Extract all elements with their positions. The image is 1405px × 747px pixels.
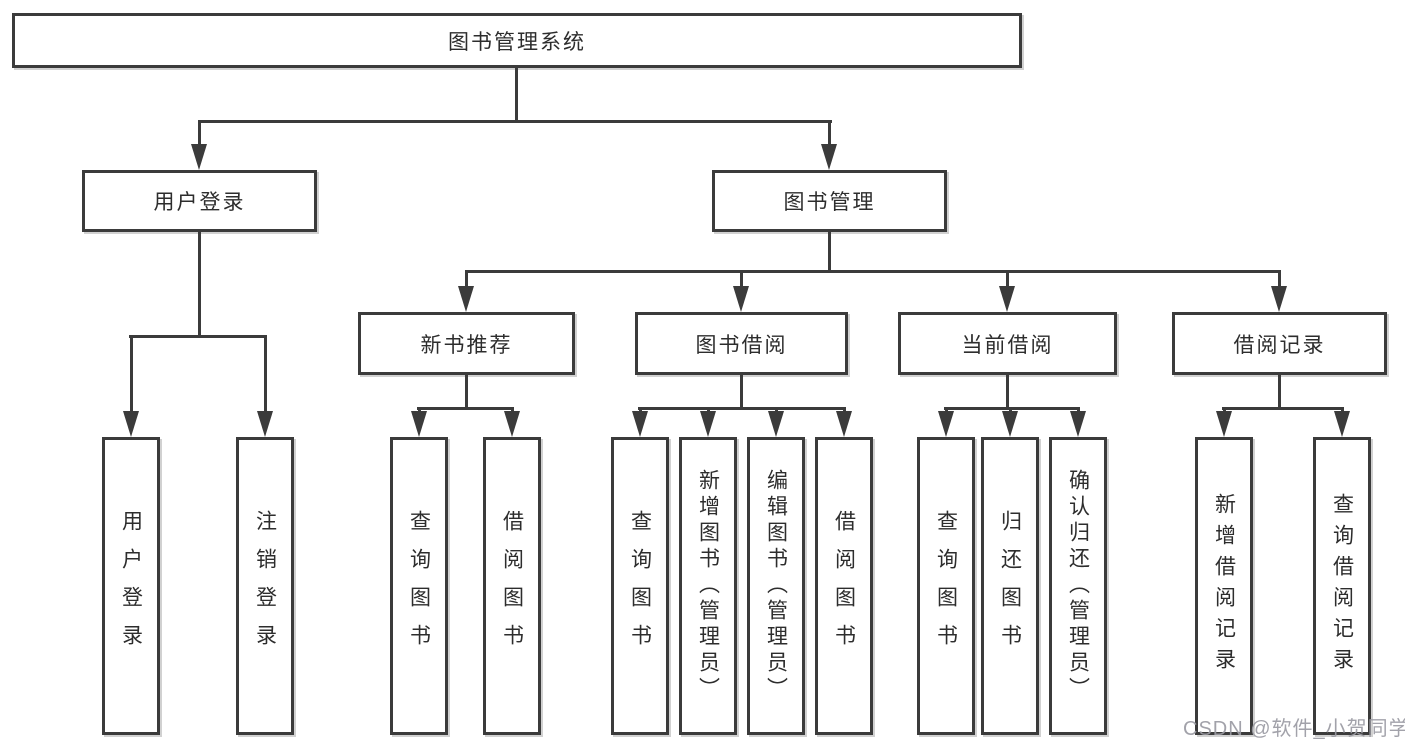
node-label: 图书管理系统 xyxy=(448,30,586,54)
node-label: 借阅记录 xyxy=(1233,333,1326,357)
node-label: 查询图书 xyxy=(628,510,652,662)
connector-line xyxy=(944,407,1080,410)
node-label: 新增图书（管理员） xyxy=(696,469,720,703)
arrow-down xyxy=(1271,270,1287,312)
connector-line xyxy=(515,68,518,120)
node-label: 用户登录 xyxy=(119,510,143,662)
leaf-borrow-books-recommend: 借阅图书 xyxy=(483,437,541,735)
node-book-borrowing: 图书借阅 xyxy=(635,312,848,375)
node-label: 图书管理 xyxy=(783,191,876,214)
node-new-book-recommendation: 新书推荐 xyxy=(358,312,575,375)
leaf-return-books: 归还图书 xyxy=(981,437,1039,735)
watermark: CSDN @软件_小贺同学 xyxy=(1183,718,1405,740)
arrow-down xyxy=(504,407,520,437)
arrow-down xyxy=(999,270,1015,312)
connector-line xyxy=(465,375,468,407)
node-label: 归还图书 xyxy=(998,510,1022,662)
connector-line xyxy=(828,232,831,270)
node-label: 确认归还（管理员） xyxy=(1066,469,1090,703)
node-label: 图书借阅 xyxy=(695,333,788,357)
arrow-down xyxy=(836,407,852,437)
node-label: 新增借阅记录 xyxy=(1212,493,1236,679)
node-label: 注销登录 xyxy=(253,510,277,662)
connector-line xyxy=(465,270,1281,273)
leaf-add-books-admin: 新增图书（管理员） xyxy=(679,437,737,735)
leaf-edit-books-admin: 编辑图书（管理员） xyxy=(747,437,805,735)
arrow-down xyxy=(821,120,837,170)
connector-line xyxy=(1278,375,1281,407)
leaf-borrow-books-borrowing: 借阅图书 xyxy=(815,437,873,735)
node-label: 当前借阅 xyxy=(961,333,1054,357)
node-user-login: 用户登录 xyxy=(82,170,317,232)
arrow-down xyxy=(700,407,716,437)
node-label: 查询图书 xyxy=(407,510,431,662)
node-label: 借阅图书 xyxy=(500,510,524,662)
arrow-down xyxy=(938,407,954,437)
node-label: 借阅图书 xyxy=(832,510,856,662)
leaf-confirm-return-admin: 确认归还（管理员） xyxy=(1049,437,1107,735)
arrow-down xyxy=(1334,407,1350,437)
connector-line xyxy=(198,120,832,123)
node-label: 编辑图书（管理员） xyxy=(764,469,788,703)
connector-line xyxy=(1006,375,1009,407)
node-label: 新书推荐 xyxy=(420,333,513,357)
arrow-down xyxy=(1216,407,1232,437)
node-library-system: 图书管理系统 xyxy=(12,13,1022,68)
connector-line xyxy=(740,375,743,407)
leaf-add-borrow-record: 新增借阅记录 xyxy=(1195,437,1253,735)
arrow-down xyxy=(768,407,784,437)
connector-line xyxy=(417,407,514,410)
connector-line xyxy=(1222,407,1344,410)
leaf-logout: 注销登录 xyxy=(236,437,294,735)
leaf-query-borrow-record: 查询借阅记录 xyxy=(1313,437,1371,735)
arrow-down xyxy=(257,335,273,437)
leaf-query-books-recommend: 查询图书 xyxy=(390,437,448,735)
arrow-down xyxy=(632,407,648,437)
node-label: 查询借阅记录 xyxy=(1330,493,1354,679)
connector-line xyxy=(129,335,266,338)
connector-line xyxy=(198,232,201,335)
leaf-query-books-current: 查询图书 xyxy=(917,437,975,735)
arrow-down xyxy=(1002,407,1018,437)
node-label: 用户登录 xyxy=(153,191,246,214)
arrow-down xyxy=(191,120,207,170)
connector-line xyxy=(638,407,846,410)
node-book-management: 图书管理 xyxy=(712,170,947,232)
arrow-down xyxy=(411,407,427,437)
arrow-down xyxy=(1070,407,1086,437)
node-label: 查询图书 xyxy=(934,510,958,662)
leaf-user-login: 用户登录 xyxy=(102,437,160,735)
arrow-down xyxy=(458,270,474,312)
leaf-query-books-borrowing: 查询图书 xyxy=(611,437,669,735)
arrow-down xyxy=(733,270,749,312)
node-current-borrowing: 当前借阅 xyxy=(898,312,1117,375)
node-borrowing-records: 借阅记录 xyxy=(1172,312,1387,375)
arrow-down xyxy=(123,335,139,437)
